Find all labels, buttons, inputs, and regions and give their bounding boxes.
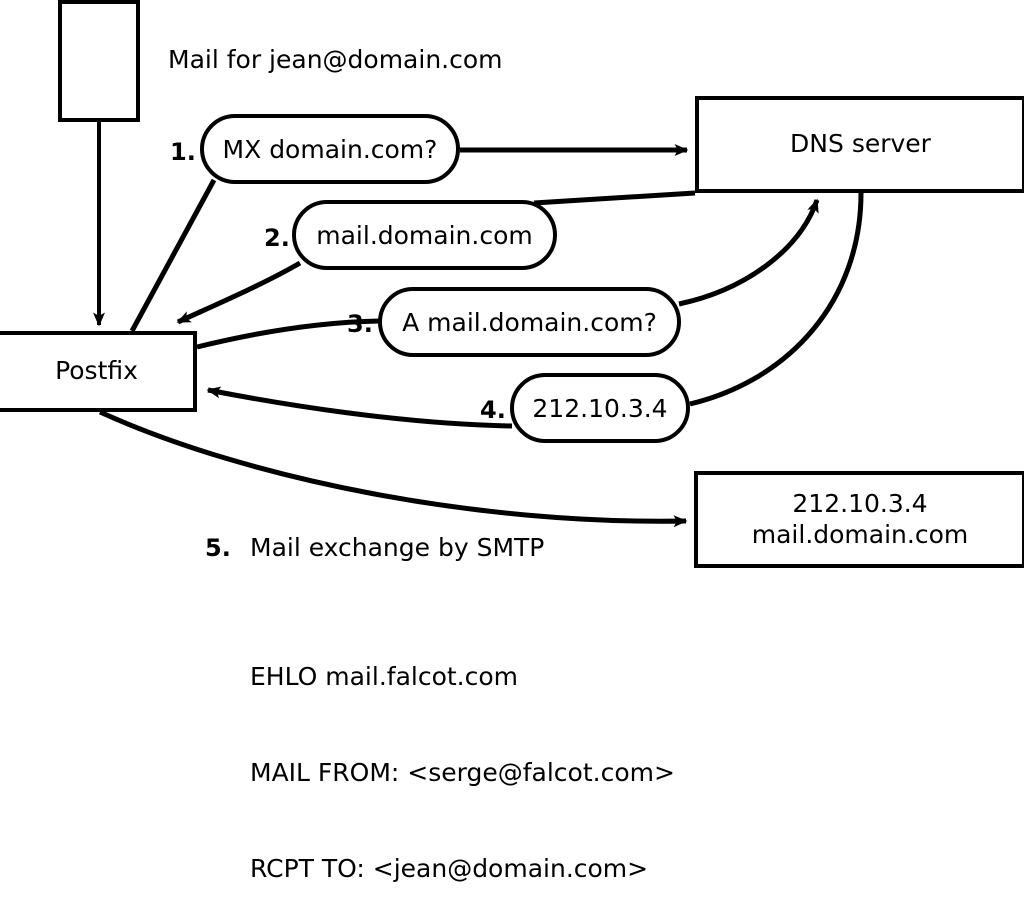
postfix-label: Postfix — [55, 356, 138, 386]
smtp-transcript: EHLO mail.falcot.com MAIL FROM: <serge@f… — [250, 597, 675, 919]
step-4-bubble: 212.10.3.4 — [510, 373, 690, 443]
target-server-ip: 212.10.3.4 — [792, 489, 928, 518]
arrow-step4-to-postfix — [206, 386, 513, 429]
step-5-number: 5. — [205, 534, 231, 562]
transcript-line-mail-from: MAIL FROM: <serge@falcot.com> — [250, 758, 675, 787]
dns-server-box: DNS server — [695, 96, 1024, 193]
connector-dns-to-step2 — [533, 190, 696, 206]
step-1-number: 1. — [170, 138, 196, 166]
sender-box — [58, 0, 140, 122]
step-3-label: A mail.domain.com? — [402, 307, 657, 337]
step-1-label: MX domain.com? — [222, 134, 438, 164]
mail-for-note: Mail for jean@domain.com — [168, 45, 503, 74]
connector-dns-to-step4 — [689, 192, 864, 407]
arrow-step3-to-dns — [678, 198, 820, 307]
connector-postfix-to-step3 — [196, 318, 380, 350]
step-2-number: 2. — [264, 224, 290, 252]
dns-server-label: DNS server — [790, 129, 931, 159]
arrow-step5-smtp — [98, 409, 688, 528]
step-3-number: 3. — [347, 310, 373, 338]
step-4-label: 212.10.3.4 — [532, 393, 668, 423]
step-5-label: Mail exchange by SMTP — [250, 533, 545, 562]
connector-step1-to-postfix — [129, 178, 217, 333]
step-2-bubble: mail.domain.com — [292, 200, 557, 270]
arrow-step2-to-postfix — [176, 260, 302, 325]
step-3-bubble: A mail.domain.com? — [378, 287, 681, 357]
target-server-box: 212.10.3.4 mail.domain.com — [694, 471, 1024, 568]
step-2-label: mail.domain.com — [316, 220, 533, 250]
target-server-host: mail.domain.com — [751, 519, 969, 549]
transcript-line-ehlo: EHLO mail.falcot.com — [250, 662, 519, 691]
postfix-box: Postfix — [0, 331, 197, 412]
transcript-line-rcpt-to: RCPT TO: <jean@domain.com> — [250, 854, 649, 883]
step-4-number: 4. — [480, 396, 506, 424]
step-1-bubble: MX domain.com? — [200, 114, 460, 184]
